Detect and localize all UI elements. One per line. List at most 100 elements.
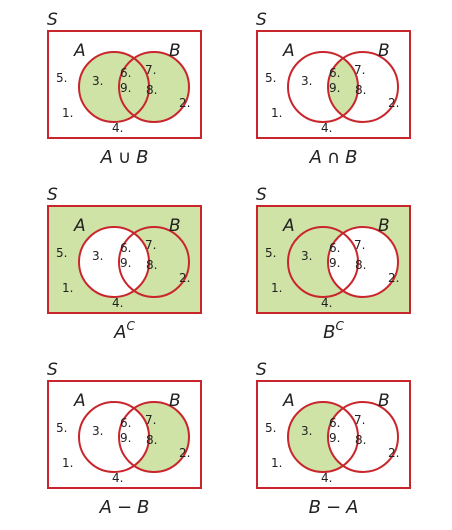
set-a-label: A [282, 41, 295, 61]
element-6: 6. [120, 416, 131, 430]
universe-label: S [47, 185, 58, 205]
caption-right-operand: B [136, 147, 148, 168]
element-6: 6. [120, 241, 131, 255]
caption-operator: − [117, 497, 132, 518]
element-9: 9. [120, 256, 131, 270]
set-a-outline [287, 401, 359, 473]
element-7: 7. [145, 63, 156, 77]
set-b-label: B [378, 216, 390, 236]
panel-caption: AC [113, 319, 135, 343]
element-7: 7. [354, 238, 365, 252]
element-1: 1. [271, 456, 282, 470]
universe-label: S [256, 10, 267, 30]
set-a-label: A [282, 216, 295, 236]
set-b-outline [118, 226, 190, 298]
element-4: 4. [112, 471, 123, 485]
element-9: 9. [329, 431, 340, 445]
element-1: 1. [62, 456, 73, 470]
element-2: 2. [388, 271, 399, 285]
element-2: 2. [179, 271, 190, 285]
universe-label: S [256, 360, 267, 380]
element-8: 8. [355, 433, 366, 447]
set-b-label: B [169, 216, 181, 236]
element-4: 4. [112, 296, 123, 310]
caption-right-operand: A [345, 497, 358, 518]
caption-right-operand: B [137, 497, 149, 518]
element-8: 8. [146, 83, 157, 97]
set-a-outline [287, 51, 359, 123]
element-8: 8. [146, 433, 157, 447]
element-3: 3. [301, 249, 312, 263]
element-4: 4. [321, 471, 332, 485]
caption-complement-superscript: C [126, 319, 135, 333]
element-9: 9. [120, 431, 131, 445]
element-1: 1. [62, 281, 73, 295]
intersection-region [328, 227, 358, 297]
caption-operator: − [326, 497, 341, 518]
panel-caption: A∪B [100, 147, 149, 168]
element-3: 3. [92, 424, 103, 438]
set-b-label: B [169, 391, 181, 411]
caption-left-operand: B [323, 322, 335, 343]
element-4: 4. [112, 121, 123, 135]
element-5: 5. [265, 421, 276, 435]
caption-left-operand: A [113, 322, 126, 343]
element-9: 9. [120, 81, 131, 95]
element-5: 5. [56, 71, 67, 85]
universe-label: S [256, 185, 267, 205]
element-7: 7. [145, 238, 156, 252]
intersection-region [328, 52, 358, 122]
caption-operator: ∩ [327, 147, 340, 168]
element-1: 1. [271, 106, 282, 120]
panel-caption: B−A [309, 497, 359, 518]
element-8: 8. [146, 258, 157, 272]
element-6: 6. [329, 416, 340, 430]
universe-label: S [47, 10, 58, 30]
set-b-outline [118, 51, 190, 123]
element-7: 7. [354, 413, 365, 427]
set-b-outline [118, 401, 190, 473]
set-b-label: B [169, 41, 181, 61]
intersection-region [119, 402, 149, 472]
element-3: 3. [301, 74, 312, 88]
element-6: 6. [329, 241, 340, 255]
set-a-outline [78, 226, 150, 298]
element-1: 1. [62, 106, 73, 120]
caption-complement-superscript: C [335, 319, 344, 333]
intersection-region [328, 402, 358, 472]
set-b-outline [327, 51, 399, 123]
element-3: 3. [301, 424, 312, 438]
element-5: 5. [265, 71, 276, 85]
panel-caption: BC [323, 319, 344, 343]
set-a-label: A [73, 391, 86, 411]
intersection-region [119, 52, 149, 122]
intersection-region [119, 227, 149, 297]
element-9: 9. [329, 256, 340, 270]
panel-caption: A∩B [309, 147, 358, 168]
set-b-label: B [378, 391, 390, 411]
element-2: 2. [388, 446, 399, 460]
element-4: 4. [321, 121, 332, 135]
element-3: 3. [92, 249, 103, 263]
set-a-label: A [73, 216, 86, 236]
element-2: 2. [179, 96, 190, 110]
caption-left-operand: A [100, 147, 113, 168]
element-9: 9. [329, 81, 340, 95]
caption-left-operand: B [309, 497, 321, 518]
set-b-label: B [378, 41, 390, 61]
set-a-outline [78, 51, 150, 123]
element-2: 2. [179, 446, 190, 460]
element-8: 8. [355, 83, 366, 97]
element-8: 8. [355, 258, 366, 272]
set-b-outline [327, 226, 399, 298]
caption-left-operand: A [309, 147, 322, 168]
element-1: 1. [271, 281, 282, 295]
caption-left-operand: A [99, 497, 112, 518]
venn-panel-b-minus-a: S A B 5. 1. 4. 2. 3. 6.9. 7. 8. B−A [256, 360, 411, 518]
element-6: 6. [120, 66, 131, 80]
element-5: 5. [56, 246, 67, 260]
